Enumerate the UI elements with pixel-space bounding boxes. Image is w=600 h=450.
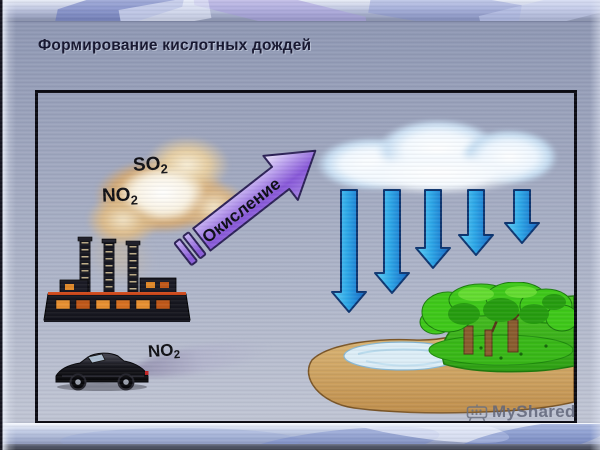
decor-shape [60,428,300,445]
right-edge-decor [590,0,600,450]
rain-arrow [415,189,451,269]
car-no2-base: NO [147,340,175,362]
rain-arrow [331,189,367,313]
rain-arrow [504,189,540,244]
no2-base: NO [101,184,131,207]
car-no2-sub: 2 [173,349,181,362]
tree-canopy [419,282,574,335]
rain-arrow [458,189,494,256]
bottom-decor-band [0,423,600,445]
tree-trunk [463,325,474,355]
decor-shape [191,0,369,21]
car-no2-label: NO2 [147,340,181,362]
oxidation-arrow: Окисление [173,149,317,266]
landscape-illustration [307,282,574,414]
tree-trunk [507,319,519,353]
bottom-edge-line [0,444,600,450]
projector-icon [466,404,488,421]
slide-title: Формирование кислотных дождей [38,37,312,54]
oxidation-arrow-label: Окисление [198,174,284,247]
car-illustration [55,352,149,391]
no2-sub: 2 [130,192,139,208]
pond-ripple [365,360,443,367]
top-decor-band [0,0,600,22]
left-edge-decor [0,0,16,450]
arrow-tail-bar [182,231,207,259]
rain-arrows [331,189,540,313]
factory-illustration [43,236,191,322]
myshared-watermark: MyShared [466,402,576,422]
grass-patch [428,334,574,366]
rain-cloud [310,115,562,197]
cloud-lobe [120,166,206,220]
cloud-lobe [344,151,530,195]
diagram-frame: SO2 NO2 [35,90,577,424]
rain-arrow [374,189,410,294]
arrow-tail-bar [173,238,198,266]
so2-label: SO2 [132,153,169,177]
arrow-body [192,149,317,252]
tree-trunk [484,329,493,357]
emission-cloud [86,136,248,254]
car-windshield [87,353,106,364]
so2-base: SO [132,153,161,176]
watermark-label: MyShared [492,402,576,421]
no2-label: NO2 [101,184,139,208]
so2-sub: 2 [160,160,169,177]
